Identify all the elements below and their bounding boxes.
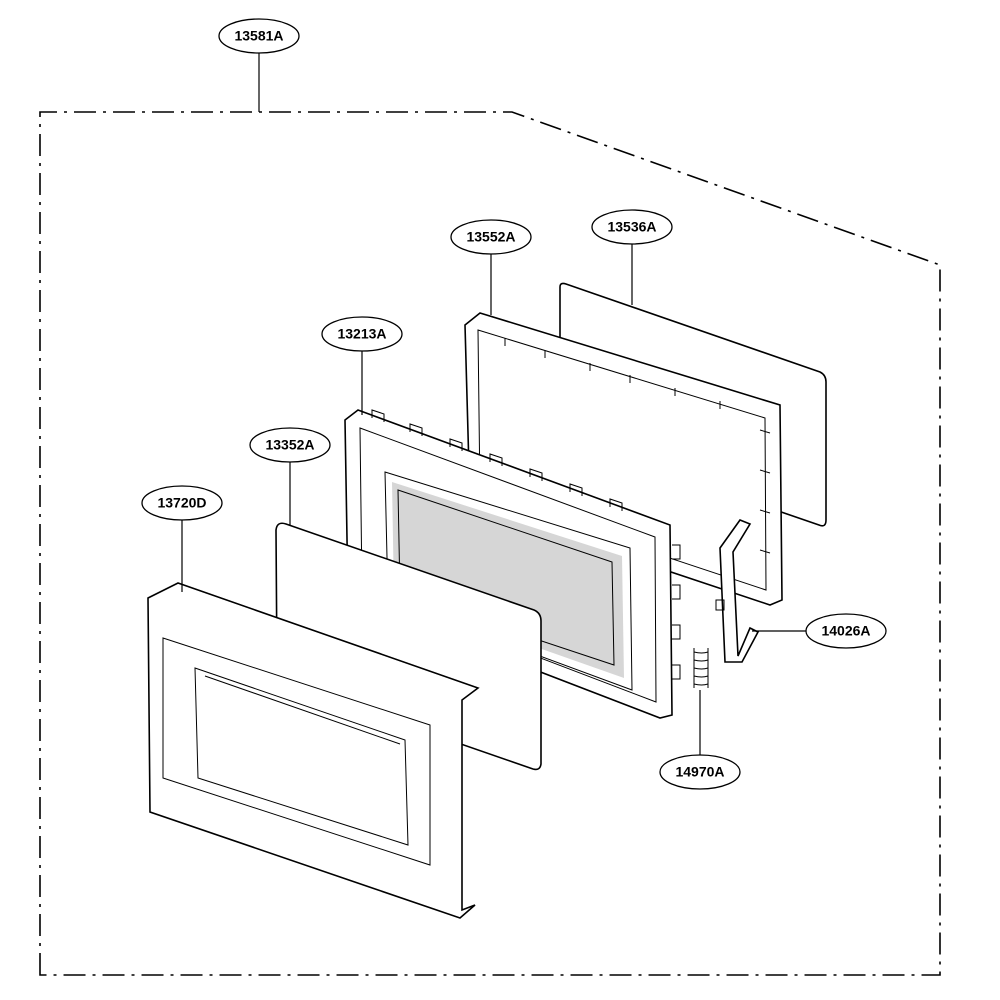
callout-13352A: 13352A (249, 427, 331, 463)
svg-text:13352A: 13352A (265, 437, 314, 453)
svg-text:14026A: 14026A (821, 623, 870, 639)
callout-14026A: 14026A (805, 613, 887, 649)
callout-14970A: 14970A (659, 754, 741, 790)
callout-13720D: 13720D (141, 485, 223, 521)
svg-text:13213A: 13213A (337, 326, 386, 342)
assembly-boundary (39, 111, 941, 976)
callout-13552A: 13552A (450, 219, 532, 255)
part-latch-key (715, 519, 760, 663)
svg-text:13552A: 13552A (466, 229, 515, 245)
callout-13213A: 13213A (321, 316, 403, 352)
svg-text:13536A: 13536A (607, 219, 656, 235)
svg-text:14970A: 14970A (675, 764, 724, 780)
callout-13581A: 13581A (218, 18, 300, 54)
part-door-front (147, 582, 480, 919)
svg-text:13581A: 13581A (234, 28, 283, 44)
part-latch-spring (693, 648, 709, 688)
svg-text:13720D: 13720D (157, 495, 206, 511)
callout-13536A: 13536A (591, 209, 673, 245)
